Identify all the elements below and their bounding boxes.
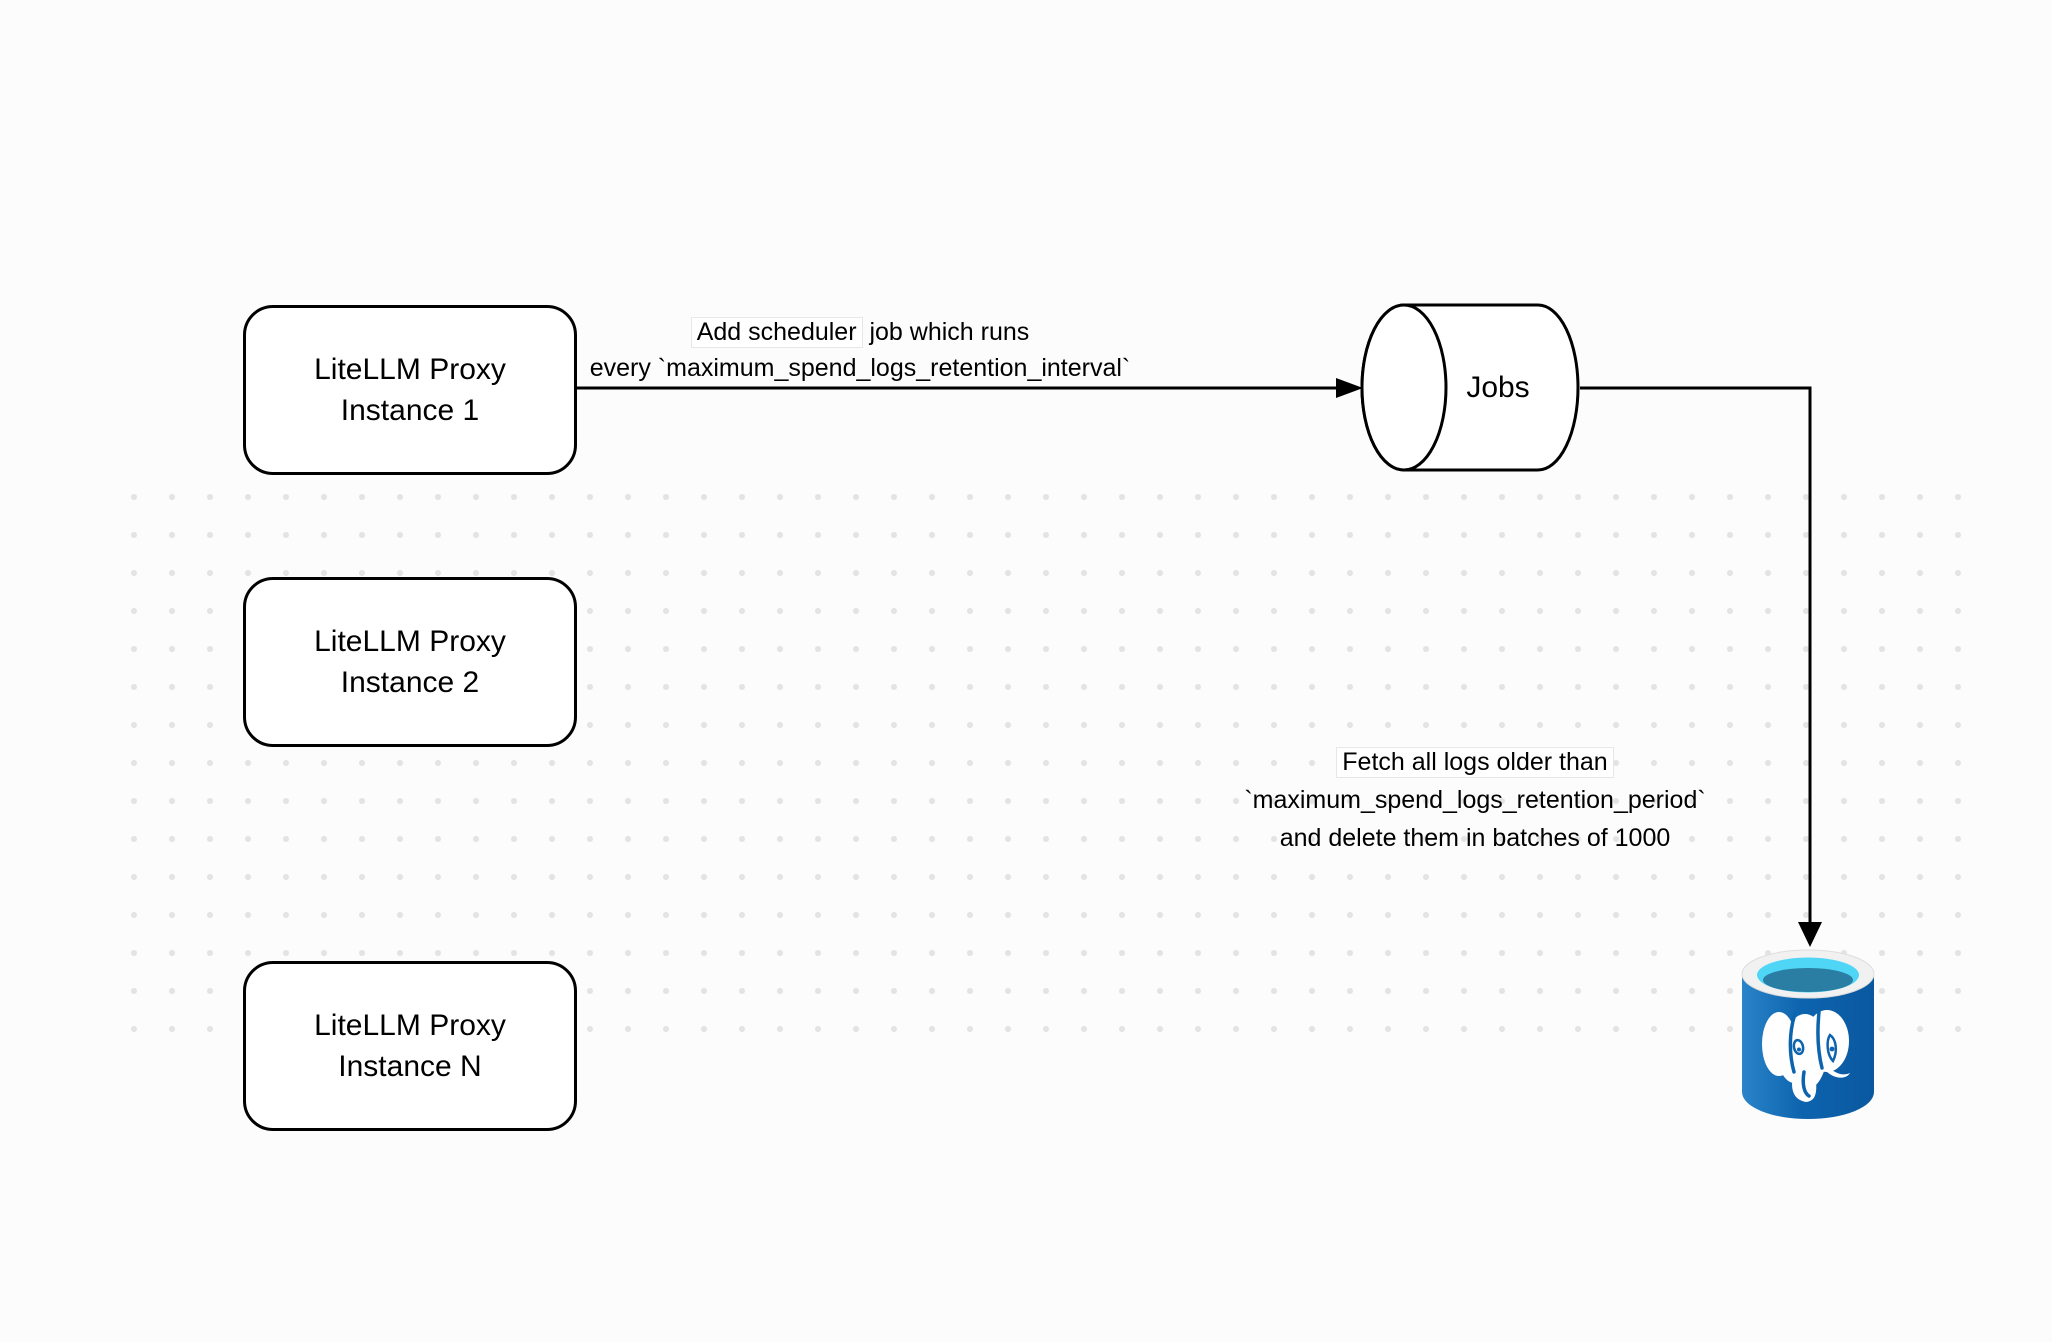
scheduler-edge-label-line2: every `maximum_spend_logs_retention_inte… — [589, 354, 1131, 382]
scheduler-edge-label-line1: Add scheduler job which runs — [510, 314, 1210, 350]
node-label: Instance 2 — [340, 666, 480, 699]
node-label: Instance 1 — [340, 394, 480, 427]
scheduler-edge-label-highlight: Add scheduler — [690, 317, 863, 348]
cleanup-edge-label-highlight: Fetch all logs older than — [1336, 747, 1614, 778]
node-label: Instance N — [338, 1050, 482, 1083]
node-litellm-proxy-instance-2: LiteLLM Proxy Instance 2 — [243, 577, 577, 747]
node-label: LiteLLM Proxy — [314, 353, 506, 386]
cleanup-edge-label: Fetch all logs older than `maximum_spend… — [1150, 743, 1800, 857]
cleanup-edge-label-line1: Fetch all logs older than — [1150, 743, 1800, 781]
scheduler-edge-label: Add scheduler job which runs every `maxi… — [510, 314, 1210, 386]
cleanup-edge-label-line2: `maximum_spend_logs_retention_period` — [1244, 786, 1706, 814]
node-litellm-proxy-instance-1: LiteLLM Proxy Instance 1 — [243, 305, 577, 475]
node-label: LiteLLM Proxy — [314, 1009, 506, 1042]
jobs-queue-label: Jobs — [1466, 371, 1530, 404]
node-label: LiteLLM Proxy — [314, 625, 506, 658]
cleanup-edge-label-line3: and delete them in batches of 1000 — [1279, 824, 1671, 852]
node-litellm-proxy-instance-n: LiteLLM Proxy Instance N — [243, 961, 577, 1131]
